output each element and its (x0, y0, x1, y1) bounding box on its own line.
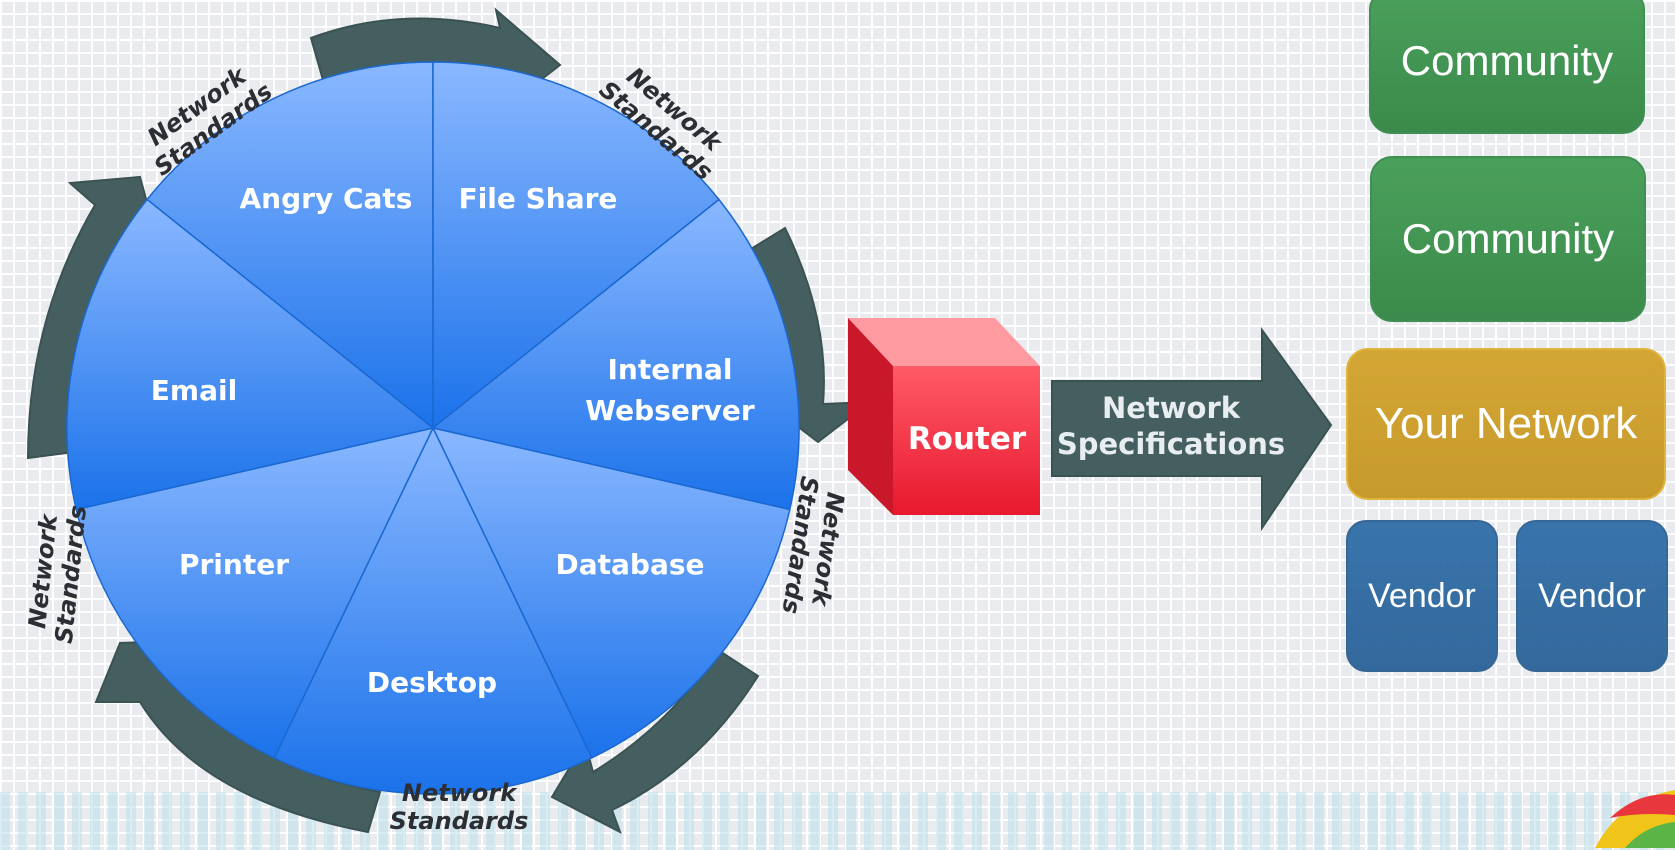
wheel (66, 61, 800, 795)
wheel-segment-internal-webserver (431, 198, 800, 511)
arrow-label-line1: Network (1102, 391, 1241, 425)
wheel-segment-printer (75, 426, 435, 759)
segment-label-email: Email (151, 374, 237, 407)
segment-label-printer: Printer (179, 548, 289, 581)
svg-text:Network: Network (402, 779, 518, 807)
standards-label-bottom: Network Standards (390, 779, 529, 835)
segment-label-desktop: Desktop (367, 666, 497, 699)
svg-text:Standards: Standards (390, 807, 529, 835)
segment-label-database: Database (555, 548, 704, 581)
router-cube-side (848, 318, 893, 515)
community-box-1: Community (1369, 0, 1645, 134)
arrow-label-line2: Specifications (1057, 427, 1285, 461)
corner-logo (1595, 790, 1675, 848)
wheel-segment-file-share (432, 61, 720, 430)
wheel-segment-desktop (273, 426, 593, 795)
router-cube: Router (848, 318, 1040, 515)
segment-label-file-share: File Share (459, 182, 618, 215)
router-cube-front (893, 366, 1040, 515)
segment-label-angry-cats: Angry Cats (240, 182, 413, 215)
wheel-labels: Angry Cats File Share Internal Webserver… (151, 182, 755, 699)
segment-label-internal: Internal (608, 353, 733, 386)
standards-label-left: Network Standards (23, 504, 92, 645)
network-specifications-arrow: Network Specifications (1051, 326, 1333, 532)
community-box-2: Community (1370, 156, 1646, 322)
curved-arrow-lower-right (550, 648, 760, 835)
wheel-segment-email (66, 198, 435, 511)
vendor-box-2: Vendor (1516, 520, 1668, 672)
segment-label-webserver: Webserver (585, 394, 755, 427)
your-network-box: Your Network (1346, 348, 1666, 500)
router-cube-top (848, 318, 1040, 366)
vendor-box-1: Vendor (1346, 520, 1498, 672)
wheel-segment-angry-cats (146, 61, 434, 430)
wheel-segment-database (431, 426, 791, 759)
router-label: Router (908, 421, 1027, 457)
